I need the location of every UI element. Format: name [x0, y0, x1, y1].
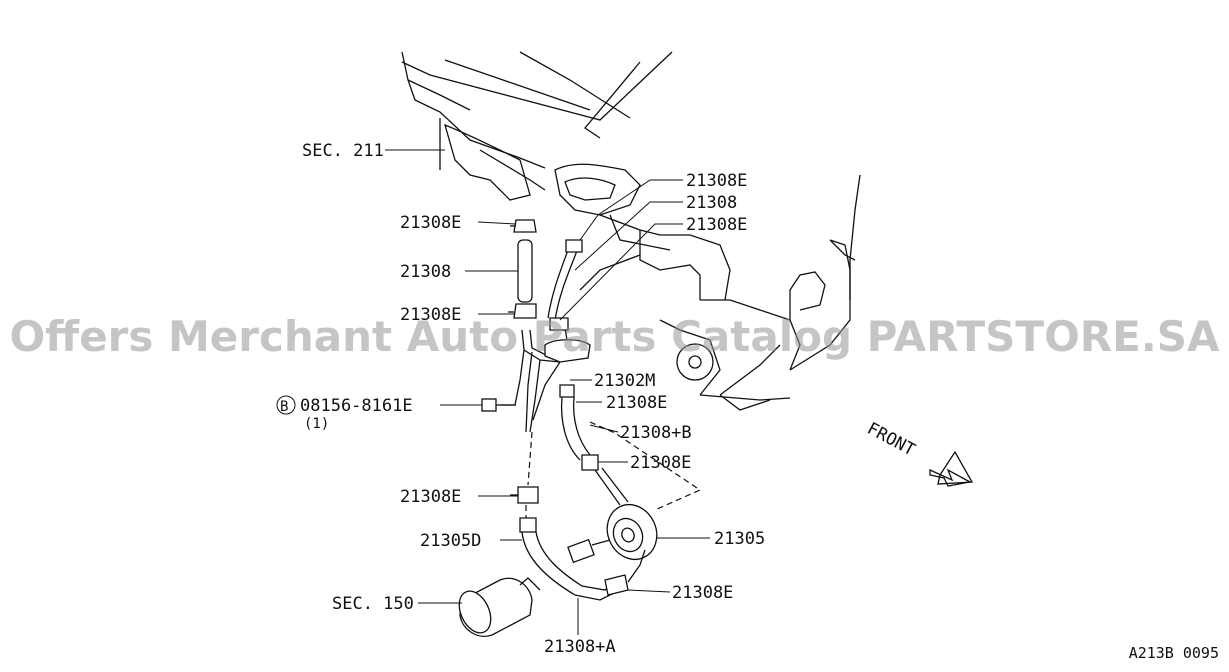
label-21308e-mid: 21308E: [606, 393, 667, 413]
label-front: FRONT: [864, 419, 919, 461]
diagram-reference-code: A213B 0095: [1128, 644, 1219, 662]
engine-block-drawing: [401, 51, 861, 411]
hose-assembly-drawing: [458, 219, 702, 637]
label-21308e-left3: 21308E: [400, 487, 461, 507]
label-21305d: 21305D: [420, 531, 481, 551]
leader-lines: [385, 149, 710, 635]
label-21308e-left2: 21308E: [400, 305, 461, 325]
watermark-text: Offers Merchant Auto Parts Catalog PARTS…: [9, 312, 1220, 361]
label-bolt-qty: (1): [304, 416, 329, 432]
label-21308-a: 21308+A: [544, 637, 616, 657]
label-21308e-left1: 21308E: [400, 213, 461, 233]
label-sec-150: SEC. 150: [332, 594, 414, 614]
front-arrow: [929, 450, 974, 487]
label-21308-left: 21308: [400, 262, 451, 282]
label-21305: 21305: [714, 529, 765, 549]
label-bolt-part: 08156-8161E: [300, 396, 413, 416]
label-21308e-top-right: 21308E: [686, 171, 747, 191]
label-21308-b: 21308+B: [620, 423, 692, 443]
part-labels: SEC. 211 21308E 21308 21308E 21308E 2130…: [276, 141, 919, 657]
label-bolt-circle: B: [280, 399, 288, 415]
label-sec-211: SEC. 211: [302, 141, 384, 161]
label-21302m: 21302M: [594, 371, 655, 391]
label-21308-right: 21308: [686, 193, 737, 213]
bolt-circle-marker: [276, 395, 296, 415]
label-21308e-bottom: 21308E: [672, 583, 733, 603]
label-21308e-right2: 21308E: [686, 215, 747, 235]
label-21308e-mid2: 21308E: [630, 453, 691, 473]
